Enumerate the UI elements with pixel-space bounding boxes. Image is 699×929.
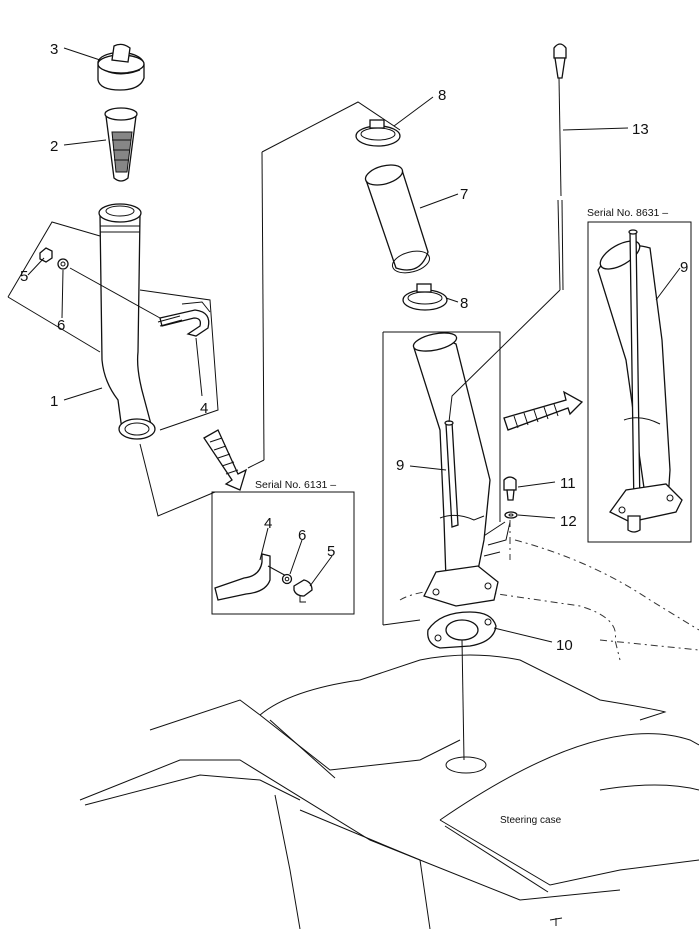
callout-7: 7 [460,186,468,203]
callout-8-lower: 8 [460,295,468,312]
rubber-hose [364,164,431,274]
callout-5-inset: 5 [327,543,335,560]
nut-and-washer-left [39,247,161,319]
serial-8631-inset [587,221,692,543]
filler-tube [98,203,156,440]
serial-arrow-left [203,429,248,491]
callout-2: 2 [50,138,58,155]
callout-11: 11 [560,475,576,492]
strainer [104,107,138,182]
serial-6131-caption: Serial No. 6131 – [255,479,336,491]
corner-mark [549,917,563,926]
leader-frame-center [247,101,401,469]
serial-8631-caption: Serial No. 8631 – [587,207,668,219]
serial-6131-inset [139,443,355,615]
serial-arrow-right [503,390,584,431]
callout-1: 1 [50,393,58,410]
steering-case-label: Steering case [500,815,562,826]
callout-8-upper: 8 [438,87,446,104]
filler-cap [97,43,145,91]
callout-6-left: 6 [57,317,65,334]
callout-4-left: 4 [200,400,208,417]
callout-9-right: 9 [680,259,688,276]
callout-4-inset: 4 [264,515,272,532]
callout-13: 13 [632,121,649,138]
hose-clamp-lower [402,283,448,311]
dipstick-tube [439,420,485,528]
callout-10: 10 [556,637,573,654]
callout-12: 12 [560,513,577,530]
hose-clamp-upper [355,119,401,147]
drop-line [445,639,487,774]
callout-3: 3 [50,41,58,58]
leader-lines [27,47,681,643]
callout-6-inset: 6 [298,527,306,544]
steering-case-outline [79,539,699,929]
callout-5-left: 5 [20,268,28,285]
left-assembly-bracket [7,221,219,431]
bolt-and-washer [503,476,518,560]
clamp-bolt-and-clip [157,301,211,337]
callout-9-center: 9 [396,457,404,474]
dipstick [448,43,567,423]
